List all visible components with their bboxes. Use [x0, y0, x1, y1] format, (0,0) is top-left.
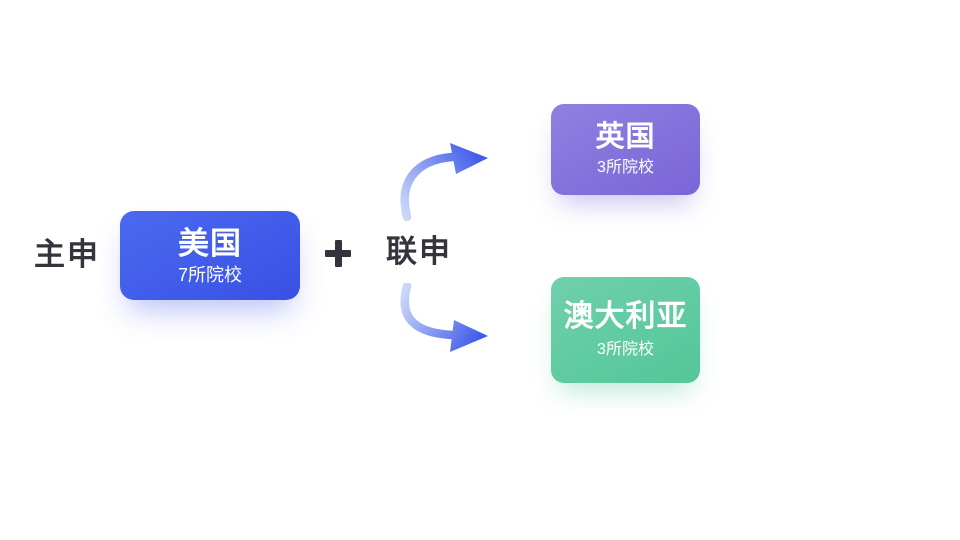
- main-country-card: 美国 7所院校: [120, 211, 300, 300]
- branch-card-australia: 澳大利亚 3所院校: [551, 277, 700, 383]
- main-country-title: 美国: [178, 225, 242, 261]
- branch-australia-title: 澳大利亚: [563, 300, 688, 333]
- main-country-subtitle: 7所院校: [177, 264, 242, 285]
- branch-uk-subtitle: 3所院校: [597, 159, 654, 176]
- joint-apply-label: 联申: [386, 234, 452, 269]
- plus-icon: [325, 240, 351, 267]
- main-apply-label: 主申: [34, 237, 100, 272]
- curved-arrow-up-icon: [400, 143, 488, 222]
- curved-arrow-down-icon: [400, 283, 488, 352]
- plus-vertical-bar: [335, 240, 342, 267]
- branch-uk-title: 英国: [595, 121, 656, 153]
- branch-australia-subtitle: 3所院校: [597, 341, 654, 358]
- branch-card-uk: 英国 3所院校: [551, 104, 700, 195]
